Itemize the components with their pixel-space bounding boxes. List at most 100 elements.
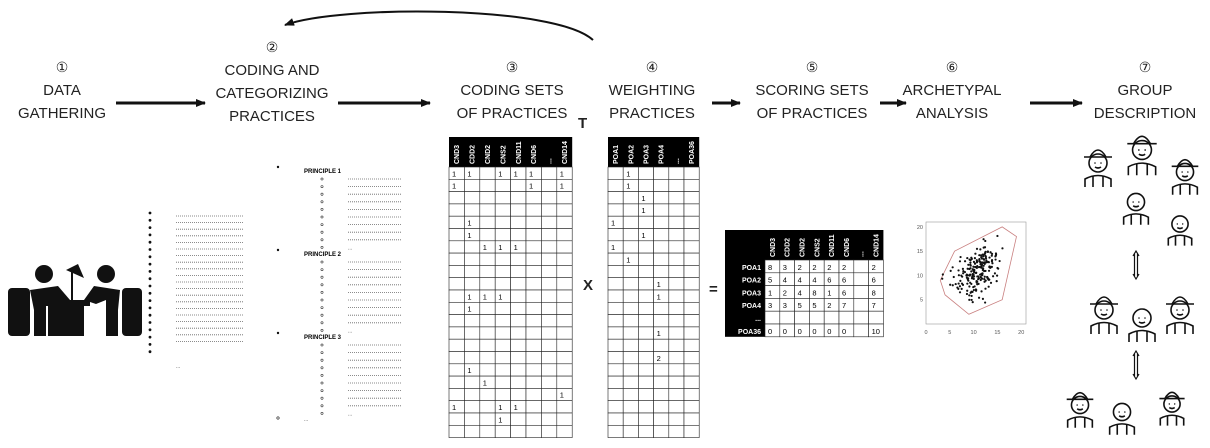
score-matrix-cell-value: 1 [827, 288, 831, 297]
weight-matrix-cell [684, 352, 699, 364]
score-matrix-row-label: POA1 [742, 265, 761, 272]
scatter-point [999, 260, 1001, 262]
scatter-point [958, 282, 960, 284]
scatter-point [966, 293, 968, 295]
bullet-dot [149, 299, 152, 302]
weight-matrix-cell [608, 401, 623, 413]
coding-matrix-column-header: CDD2 [470, 145, 477, 164]
weight-matrix-cell-value: 1 [611, 243, 615, 252]
coding-matrix-cell [557, 352, 572, 364]
coding-matrix-cell [541, 302, 556, 314]
coding-matrix-cell-value: 1 [529, 182, 533, 191]
scatter-point [976, 248, 978, 250]
scatter-point [984, 240, 986, 242]
coding-matrix-cell [526, 327, 541, 339]
farmer-icon [1090, 297, 1118, 334]
score-matrix-cell-value: 3 [768, 301, 772, 310]
weight-matrix-cell [654, 376, 669, 388]
weight-matrix-cell [638, 388, 653, 400]
score-matrix-row-label: POA2 [742, 278, 761, 285]
scatter-x-tick: 15 [994, 330, 1000, 336]
scatter-point [972, 301, 974, 303]
weight-matrix: POA1POA2POA3POA4...POA36111111111112 [608, 137, 699, 438]
bullet-dot [149, 350, 152, 353]
scatter-point [962, 284, 964, 286]
principle-label: PRINCIPLE 3 [304, 335, 342, 341]
coding-matrix-cell [526, 315, 541, 327]
coding-matrix-cell [480, 364, 495, 376]
bullet-dot [149, 241, 152, 244]
coding-matrix-cell [449, 302, 464, 314]
coding-matrix-cell [449, 265, 464, 277]
coding-matrix-cell-value: 1 [529, 169, 533, 178]
weight-matrix-cell [638, 167, 653, 179]
scatter-point [978, 254, 980, 256]
scatter-point [981, 272, 983, 274]
weight-matrix-cell [623, 278, 638, 290]
coding-matrix-cell [526, 241, 541, 253]
scatter-point [966, 257, 968, 259]
weight-matrix-cell [669, 327, 684, 339]
score-matrix-cell-value: 8 [768, 263, 772, 272]
weight-matrix-cell [654, 425, 669, 437]
bullet-dot [149, 212, 152, 215]
farmer-icon [1127, 136, 1156, 175]
weight-matrix-cell [623, 229, 638, 241]
scatter-point [987, 278, 989, 280]
sub-bullet [321, 352, 323, 354]
weight-matrix-cell [654, 216, 669, 228]
coding-matrix-cell [464, 376, 479, 388]
step-2-title-line: PRACTICES [229, 108, 315, 125]
score-matrix-cell-value: 2 [827, 263, 831, 272]
coding-matrix-cell-value: 1 [467, 231, 471, 240]
weight-matrix-cell [608, 327, 623, 339]
coding-matrix-cell [511, 290, 526, 302]
score-matrix-cell-value: 8 [872, 288, 876, 297]
weight-matrix-cell [669, 290, 684, 302]
scatter-point [981, 264, 983, 266]
scatter-point [984, 252, 986, 254]
scatter-point [971, 299, 973, 301]
scatter-point [979, 274, 981, 276]
bullet-dot [149, 328, 152, 331]
scatter-point [969, 274, 971, 276]
equals-operator: = [709, 281, 718, 298]
scatter-point [971, 276, 973, 278]
coding-matrix-cell-value: 1 [514, 169, 518, 178]
weight-matrix-cell [684, 315, 699, 327]
score-matrix-cell-value: 1 [768, 288, 772, 297]
coding-matrix-cell [495, 216, 510, 228]
coding-matrix-cell [495, 376, 510, 388]
coding-matrix-cell [464, 179, 479, 191]
weight-matrix-cell [623, 364, 638, 376]
score-matrix-cell-value: 0 [842, 327, 846, 336]
scatter-point [976, 283, 978, 285]
farmer-icon [1172, 160, 1199, 195]
sub-ellipsis: ... [348, 245, 352, 251]
scatter-point [966, 283, 968, 285]
coding-matrix-cell [541, 376, 556, 388]
weight-matrix-cell [669, 253, 684, 265]
weight-matrix-cell [669, 413, 684, 425]
coding-matrix-cell [464, 315, 479, 327]
coding-matrix-cell-value: 1 [514, 403, 518, 412]
principle-bullet [277, 417, 279, 419]
coding-matrix-cell [480, 229, 495, 241]
coding-matrix-cell [464, 204, 479, 216]
coding-matrix-cell-value: 1 [483, 378, 487, 387]
sub-bullet [321, 193, 323, 195]
score-matrix-cell [854, 273, 869, 286]
weight-matrix-cell [669, 401, 684, 413]
coding-matrix-cell-value: 1 [498, 415, 502, 424]
sub-bullet [321, 276, 323, 278]
coding-matrix-cell [449, 253, 464, 265]
scatter-point [967, 264, 969, 266]
transpose-mark: T [578, 115, 587, 132]
scatter-x-tick: 20 [1018, 330, 1024, 336]
score-matrix-cell-value: 2 [827, 301, 831, 310]
coding-matrix-cell [557, 216, 572, 228]
coding-matrix-cell [480, 401, 495, 413]
sub-bullet [321, 239, 323, 241]
coding-matrix-cell [541, 327, 556, 339]
